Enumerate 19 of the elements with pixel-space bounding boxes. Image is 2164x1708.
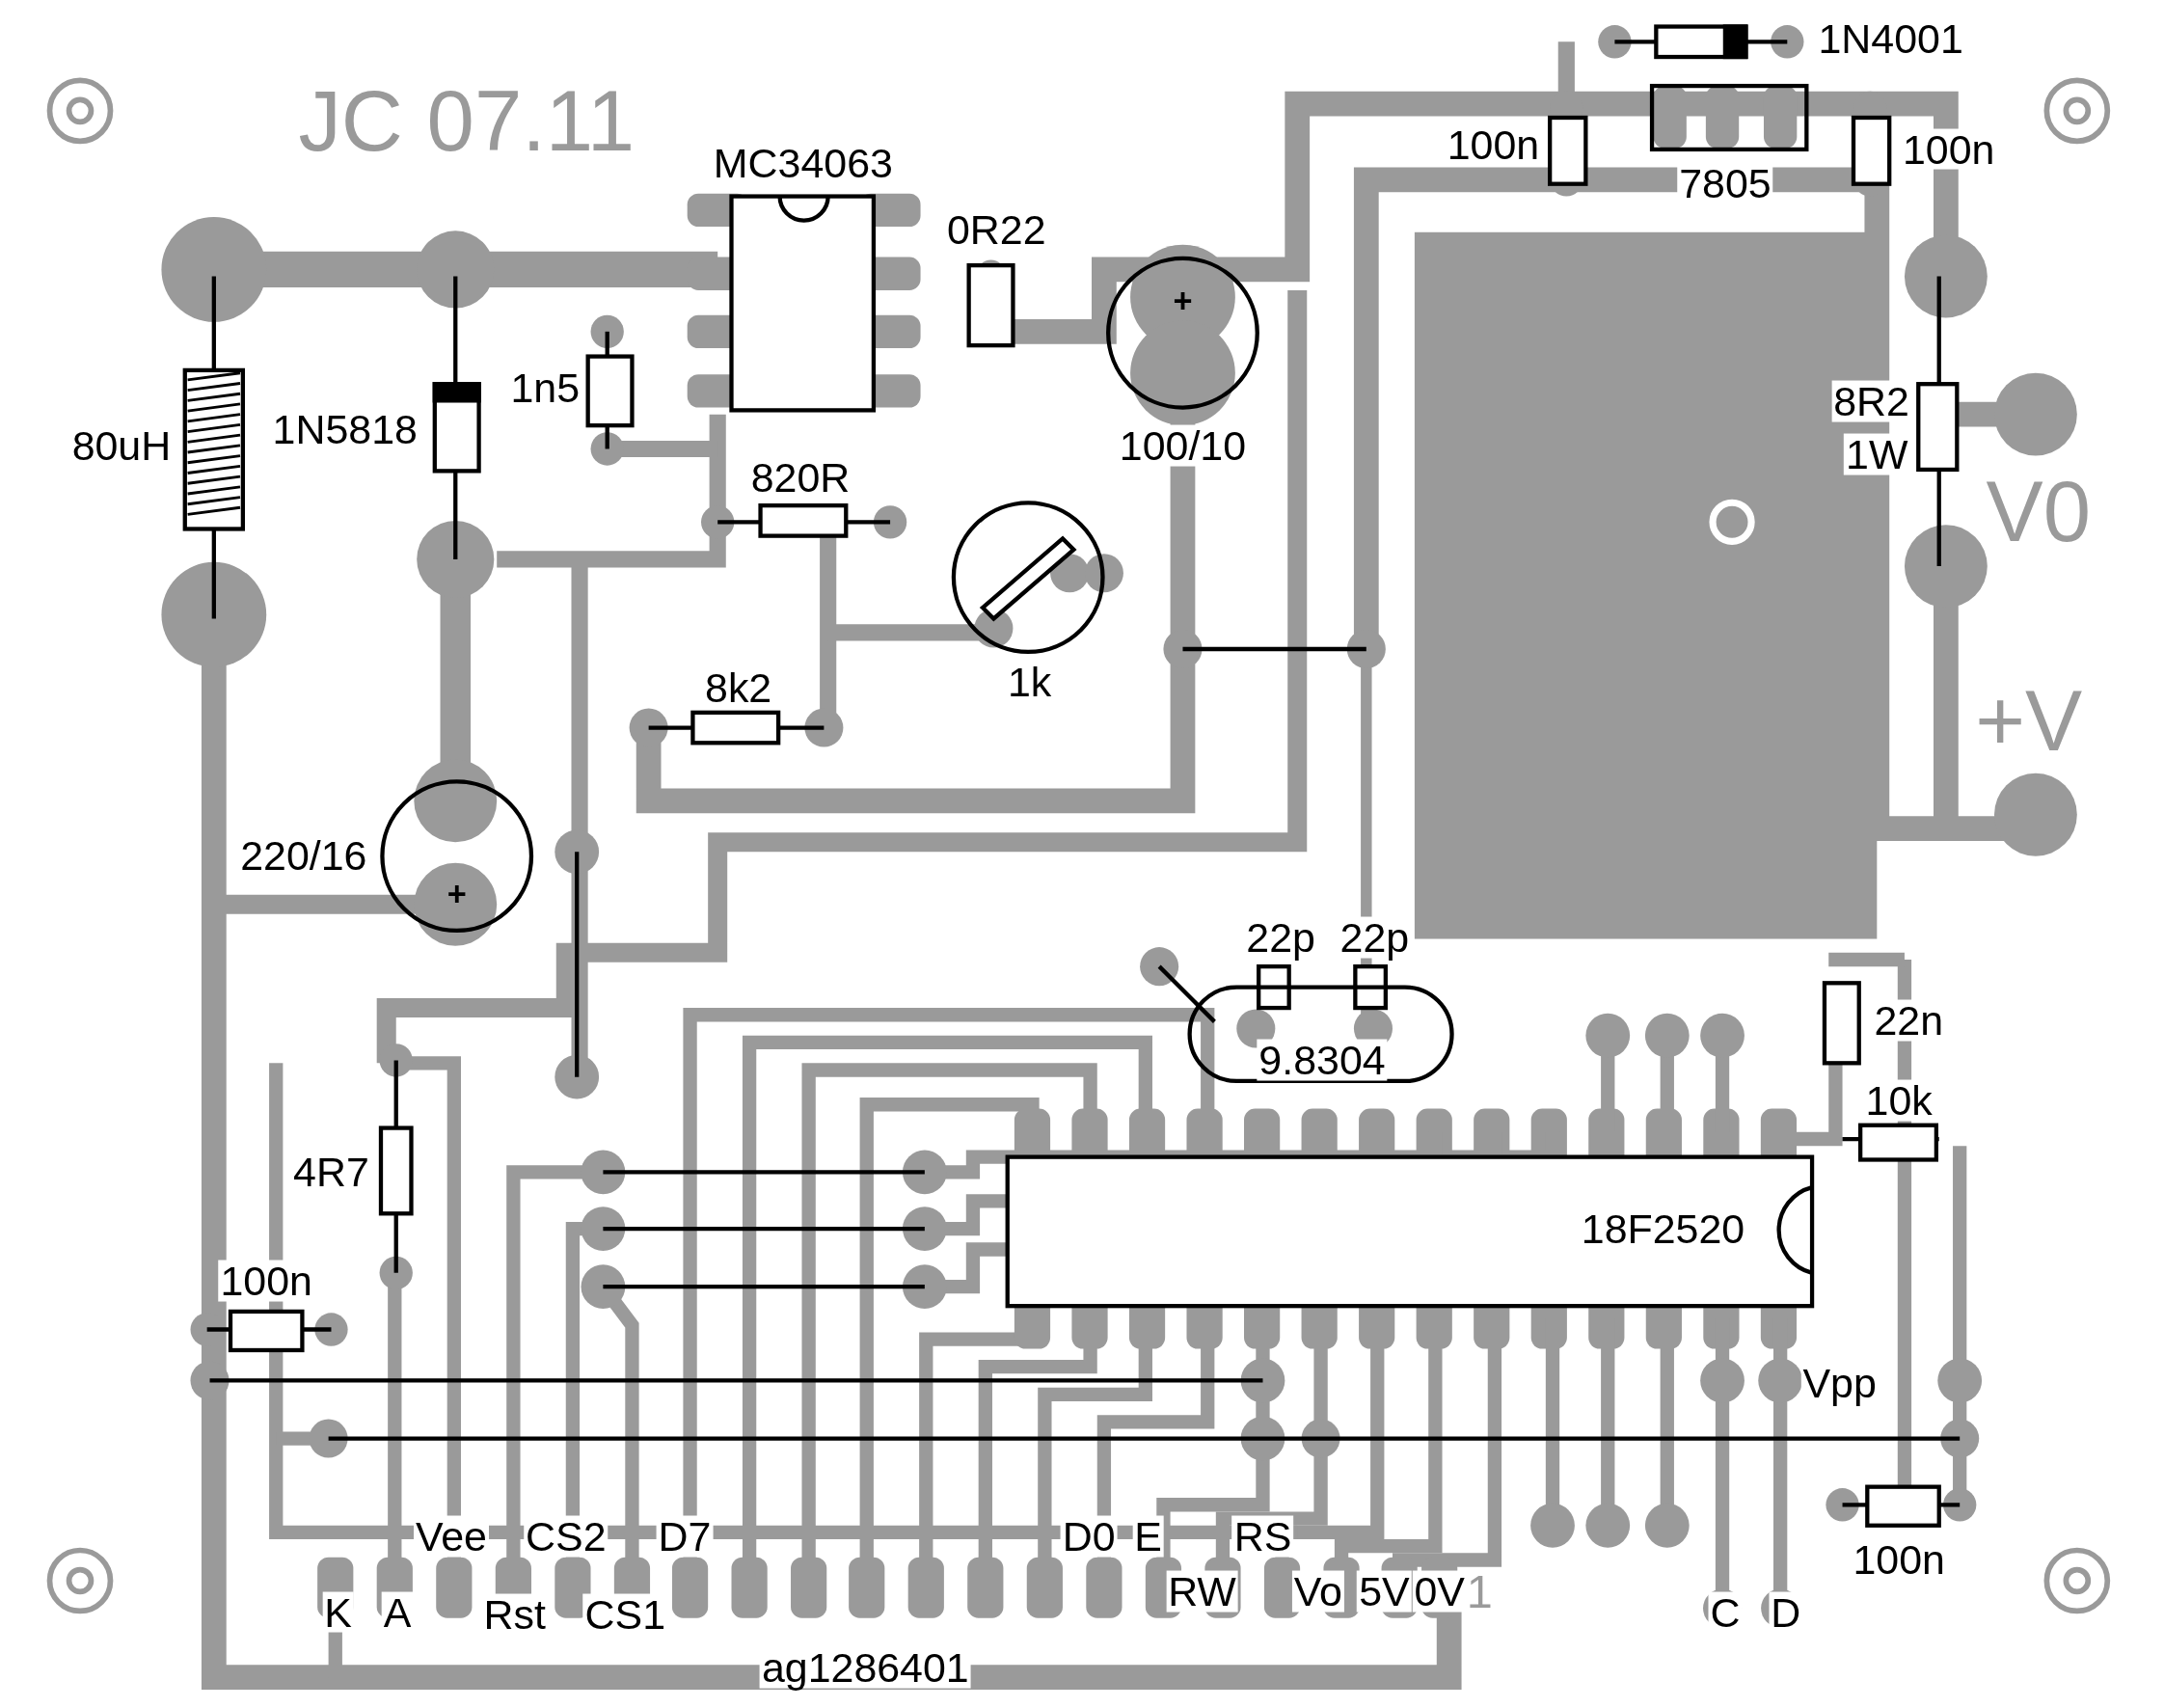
pin-label: 5V xyxy=(1357,1570,1412,1613)
pin-label: D0 xyxy=(1060,1515,1118,1558)
polarity-mark: + xyxy=(1173,284,1193,318)
pin-label: RS xyxy=(1231,1515,1294,1558)
pin-label: Vo xyxy=(1291,1570,1344,1613)
board-marking: V0 xyxy=(1986,469,2092,556)
pin-label: Vee xyxy=(413,1515,489,1558)
board-marking: 1 xyxy=(1466,1567,1493,1615)
pin-label: CS2 xyxy=(524,1515,609,1558)
component-label: 1W xyxy=(1844,433,1910,475)
pin-label: RW xyxy=(1166,1570,1238,1613)
pin-label: 0V xyxy=(1412,1570,1467,1613)
pin-label: K xyxy=(322,1591,354,1633)
pin-label: D7 xyxy=(656,1515,714,1558)
pin-label: E xyxy=(1132,1515,1164,1558)
board-marking: JC 07.11 xyxy=(298,78,635,165)
component-label: 9.8304 xyxy=(1257,1039,1388,1081)
polarity-mark: + xyxy=(446,878,467,911)
board-marking: +V xyxy=(1975,679,2083,765)
